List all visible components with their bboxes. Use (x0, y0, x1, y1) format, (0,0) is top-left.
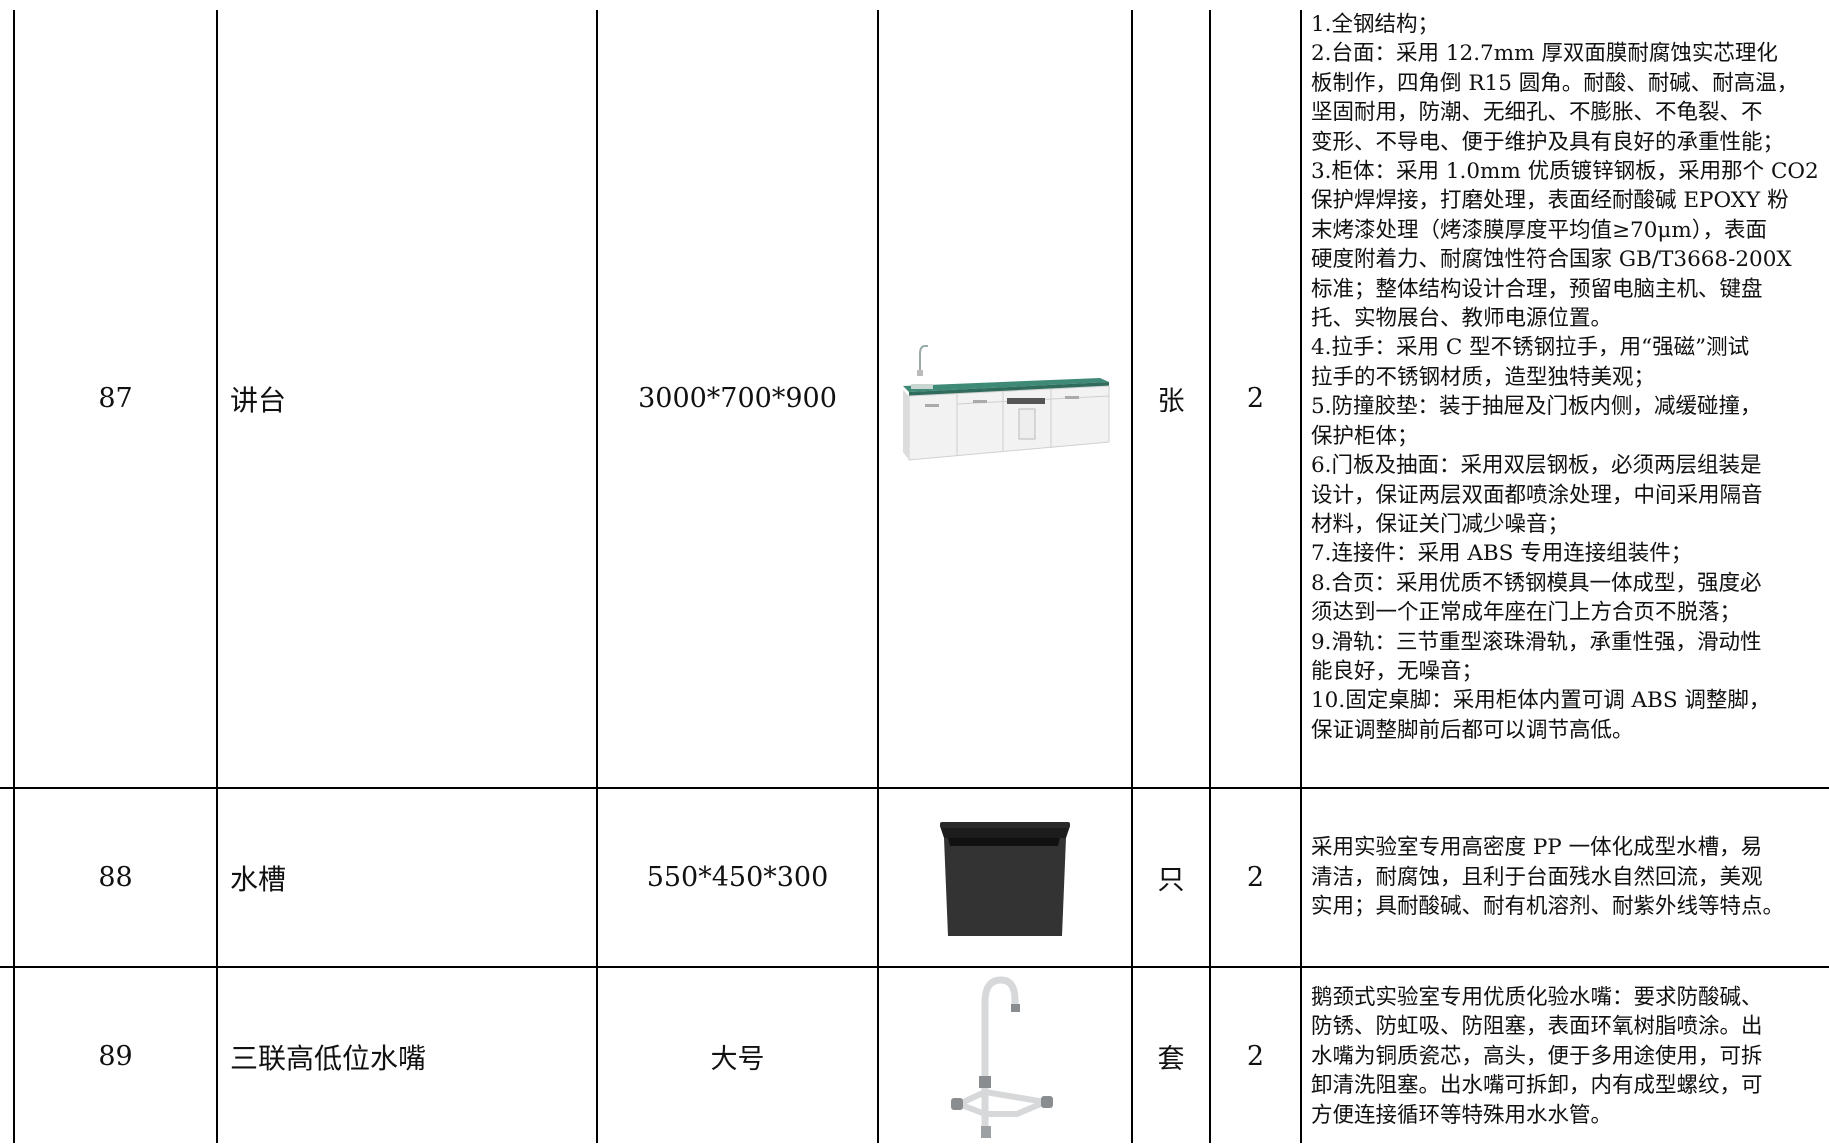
description-line: 1.全钢结构； (1311, 12, 1440, 37)
item-spec: 550*450*300 (646, 862, 829, 893)
item-unit: 只 (1157, 865, 1185, 896)
item-quantity: 2 (1246, 862, 1265, 893)
description-line: 7.连接件：采用 ABS 专用连接组装件； (1311, 541, 1693, 567)
description-line: 4.拉手：采用 C 型不锈钢拉手，用“强磁”测试 (1311, 335, 1750, 361)
description-line: 清洁，耐腐蚀，且利于台面残水自然回流，美观 (1311, 864, 1763, 890)
description-line: 采用实验室专用高密度 PP 一体化成型水槽，易 (1311, 835, 1763, 861)
column-divider (13, 10, 15, 1143)
description-line: 材料，保证关门减少噪音； (1311, 511, 1570, 537)
item-unit: 张 (1157, 386, 1185, 417)
sink-icon (940, 821, 1070, 936)
faucet-icon (951, 975, 1053, 1138)
description-line: 2.台面：采用 12.7mm 厚双面膜耐腐蚀实芯理化 (1311, 41, 1778, 67)
item-name: 讲台 (230, 383, 287, 417)
column-divider (1131, 10, 1133, 1143)
column-divider (1209, 10, 1211, 1143)
row-number: 88 (98, 862, 133, 893)
description-line: 10.固定桌脚：采用柜体内置可调 ABS 调整脚， (1311, 688, 1771, 714)
description-line: 拉手的不锈钢材质，造型独特美观； (1311, 364, 1656, 390)
description-text: 鹅颈式实验室专用优质化验水嘴：要求防酸碱、防锈、防虹吸、防阻塞，表面环氧树脂喷涂… (1311, 983, 1825, 1130)
description-line: 方便连接循环等特殊用水水管。 (1311, 1102, 1613, 1128)
item-spec: 大号 (710, 1044, 765, 1075)
description-line: 硬度附着力、耐腐蚀性符合国家 GB/T3668-200X (1311, 247, 1792, 273)
lectern-icon (903, 344, 1110, 461)
description-line: 3.柜体：采用 1.0mm 优质镀锌钢板，采用那个 CO2 (1311, 159, 1819, 185)
column-divider (877, 10, 879, 1143)
description-line: 板制作，四角倒 R15 圆角。耐酸、耐碱、耐高温， (1311, 70, 1799, 96)
product-image-lectern (879, 10, 1131, 787)
description-text: 1.全钢结构； 2.台面：采用 12.7mm 厚双面膜耐腐蚀实芯理化板制作，四角倒… (1311, 10, 1825, 745)
description-line: 5.防撞胶垫：装于抽屉及门板内侧，减缓碰撞， (1311, 394, 1762, 420)
description-line: 实用；具耐酸碱、耐有机溶剂、耐紫外线等特点。 (1311, 894, 1785, 920)
row-divider (0, 787, 1829, 789)
description-line: 水嘴为铜质瓷芯，高头，便于多用途使用，可拆 (1311, 1043, 1763, 1069)
item-name: 水槽 (230, 862, 287, 896)
description-line: 能良好，无噪音； (1311, 658, 1484, 684)
description-line: 坚固耐用，防潮、无细孔、不膨胀、不龟裂、不 (1311, 100, 1763, 126)
product-image-sink (879, 789, 1131, 966)
description-line: 托、实物展台、教师电源位置。 (1311, 306, 1613, 332)
description-line: 保护柜体； (1311, 423, 1419, 449)
product-image-faucet (879, 968, 1131, 1145)
item-unit: 套 (1157, 1044, 1185, 1075)
item-name: 三联高低位水嘴 (230, 1041, 427, 1075)
description-line: 保证调整脚前后都可以调节高低。 (1311, 717, 1634, 743)
description-line: 保护焊焊接，打磨处理，表面经耐酸碱 EPOXY 粉 (1311, 188, 1789, 214)
item-quantity: 2 (1246, 383, 1265, 414)
description-text: 采用实验室专用高密度 PP 一体化成型水槽，易清洁，耐腐蚀，且利于台面残水自然回… (1311, 833, 1825, 921)
description-line: 变形、不导电、便于维护及具有良好的承重性能； (1311, 129, 1785, 155)
description-line: 须达到一个正常成年座在门上方合页不脱落； (1311, 600, 1742, 626)
row-divider (0, 966, 1829, 968)
item-quantity: 2 (1246, 1041, 1265, 1072)
description-line: 9.滑轨：三节重型滚珠滑轨，承重性强，滑动性 (1311, 629, 1762, 655)
item-spec: 3000*700*900 (638, 383, 837, 414)
description-line: 卸清洗阻塞。出水嘴可拆卸，内有成型螺纹，可 (1311, 1073, 1763, 1099)
row-number: 89 (98, 1041, 133, 1072)
column-divider (596, 10, 598, 1143)
description-line: 鹅颈式实验室专用优质化验水嘴：要求防酸碱、 (1311, 984, 1763, 1010)
description-line: 6.门板及抽面：采用双层钢板，必须两层组装是 (1311, 453, 1762, 479)
item-description: 鹅颈式实验室专用优质化验水嘴：要求防酸碱、防锈、防虹吸、防阻塞，表面环氧树脂喷涂… (1302, 968, 1829, 1145)
description-line: 标准；整体结构设计合理，预留电脑主机、键盘 (1311, 276, 1763, 302)
description-line: 防锈、防虹吸、防阻塞，表面环氧树脂喷涂。出 (1311, 1014, 1763, 1040)
row-number: 87 (98, 383, 133, 414)
item-description: 1.全钢结构； 2.台面：采用 12.7mm 厚双面膜耐腐蚀实芯理化板制作，四角倒… (1302, 10, 1829, 787)
column-divider (216, 10, 218, 1143)
description-line: 末烤漆处理（烤漆膜厚度平均值≥70μm），表面 (1311, 217, 1767, 243)
description-line: 8.合页：采用优质不锈钢模具一体成型，强度必 (1311, 570, 1762, 596)
column-divider (1300, 10, 1302, 1143)
item-description: 采用实验室专用高密度 PP 一体化成型水槽，易清洁，耐腐蚀，且利于台面残水自然回… (1302, 789, 1829, 966)
description-line: 设计，保证两层双面都喷涂处理，中间采用隔音 (1311, 482, 1763, 508)
